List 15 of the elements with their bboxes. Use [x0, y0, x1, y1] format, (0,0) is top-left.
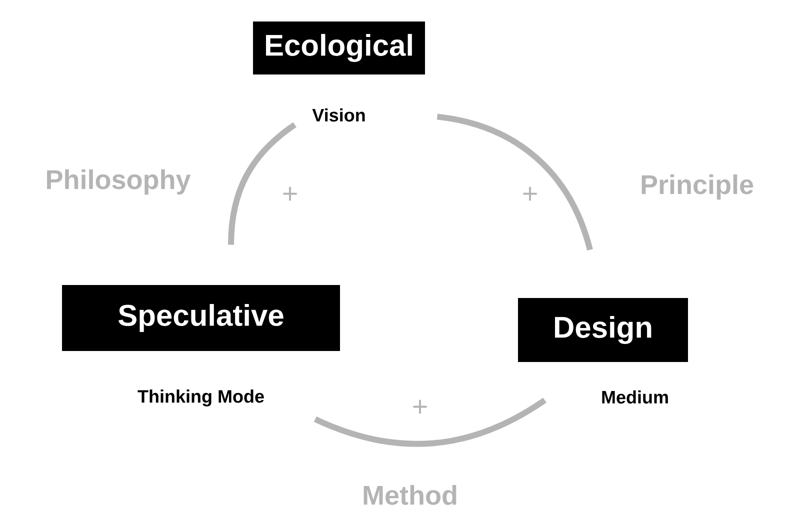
arc-connector	[436, 114, 593, 251]
edge-label: Method	[364, 485, 456, 505]
caption-text: Thinking Mode	[138, 390, 264, 406]
caption-text: Medium	[602, 390, 668, 404]
edge-label: Philosophy	[47, 169, 191, 195]
caption-text: Vision	[312, 108, 365, 122]
arc-connector	[314, 398, 546, 447]
label-box: Speculative	[62, 285, 340, 351]
arc-connector	[228, 122, 297, 245]
edge-label: Principle	[642, 174, 754, 200]
plus-sign: +	[283, 186, 297, 201]
label-box: Design	[518, 298, 688, 362]
label-box: Ecological	[253, 22, 425, 74]
plus-sign: +	[523, 186, 537, 201]
plus-sign: +	[413, 400, 427, 414]
